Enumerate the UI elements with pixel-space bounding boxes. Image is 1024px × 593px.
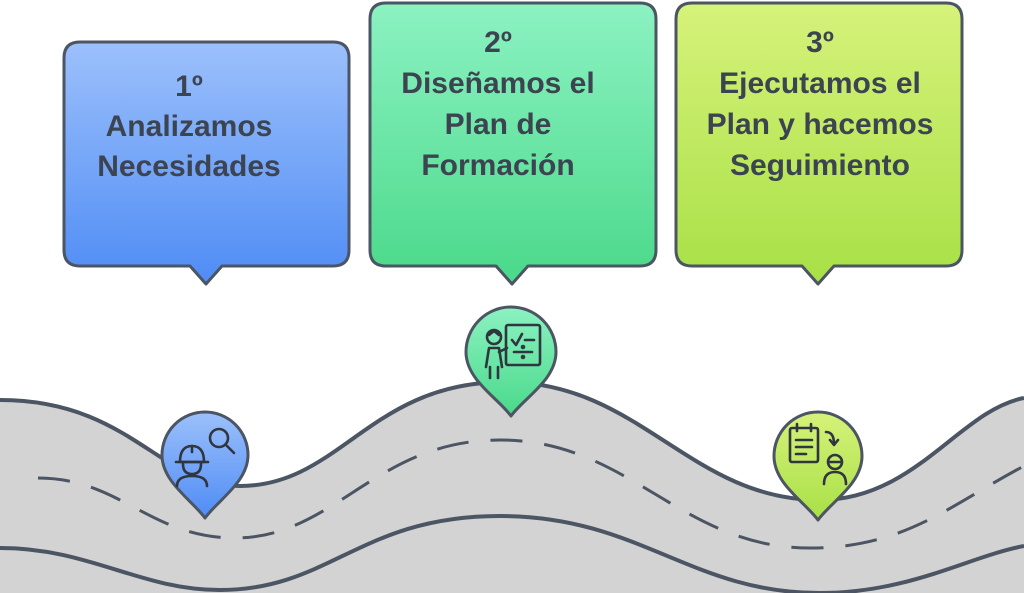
card-2-line-1: Diseñamos el: [401, 67, 594, 100]
card-3-line-2: Plan y hacemos: [707, 108, 934, 141]
card-1-line-1: Analizamos: [106, 110, 273, 143]
step-card-2: 2º Diseñamos el Plan de Formación: [368, 1, 658, 286]
map-pin-2: [464, 305, 558, 418]
checklist-person-icon: [788, 422, 848, 486]
card-2-line-2: Plan de: [445, 108, 552, 141]
card-3-line-1: Ejecutamos el: [719, 67, 921, 100]
teacher-whiteboard-icon: [484, 323, 542, 380]
map-pin-3: [772, 410, 864, 522]
road-center-line: [37, 438, 1024, 550]
step-card-1: 1º Analizamos Necesidades: [62, 40, 351, 286]
pin-1-shape: [160, 410, 250, 520]
card-2-number: 2º: [484, 26, 512, 59]
map-pin-1: [160, 410, 250, 520]
card-2-shape: [368, 1, 658, 286]
card-1-number: 1º: [175, 70, 203, 103]
card-3-number: 3º: [806, 26, 834, 59]
road-body: [0, 382, 1024, 593]
step-card-3: 3º Ejecutamos el Plan y hacemos Seguimie…: [674, 1, 964, 286]
card-3-line-3: Seguimiento: [730, 149, 910, 182]
card-2-line-3: Formación: [421, 149, 574, 182]
card-3-shape: [674, 1, 964, 286]
card-1-line-2: Necesidades: [97, 150, 280, 183]
card-1-shape: [62, 40, 351, 286]
construction-worker-search-icon: [174, 427, 236, 488]
road-bottom-edge: [0, 513, 1024, 593]
